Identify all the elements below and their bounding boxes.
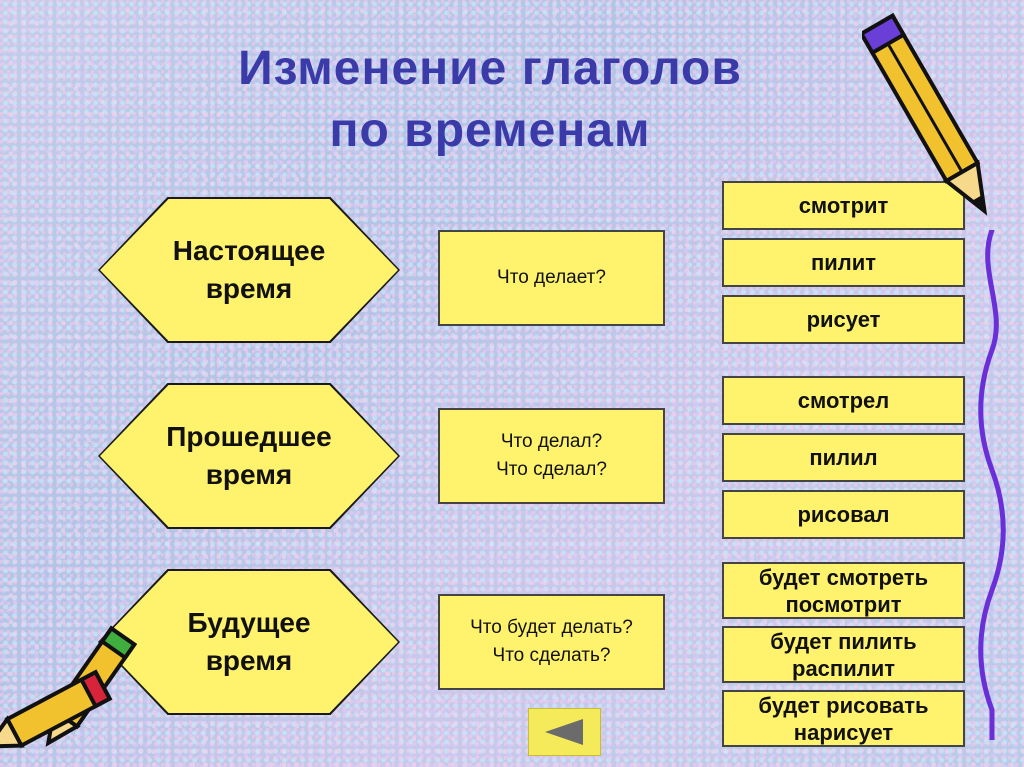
tense-present-hexagon: Настоящее время bbox=[98, 197, 400, 343]
verb-text: смотрит bbox=[798, 192, 889, 218]
question-text: Что будет делать? bbox=[470, 617, 633, 638]
tense-past-label-2: время bbox=[205, 459, 293, 490]
tense-future-label-2: время bbox=[205, 645, 293, 676]
question-box-present: Что делает? bbox=[438, 230, 665, 326]
tense-future-label-1: Будущее bbox=[187, 607, 311, 638]
verb-box: будет смотреть посмотрит bbox=[722, 562, 965, 619]
question-text: Что сделать? bbox=[492, 645, 611, 666]
verb-text: будет пилить bbox=[770, 628, 917, 654]
triangle-left-icon bbox=[544, 719, 583, 745]
question-text: Что сделал? bbox=[496, 459, 607, 480]
verb-box: будет пилить распилит bbox=[722, 626, 965, 683]
verb-text: посмотрит bbox=[785, 591, 902, 617]
wavy-line-decoration bbox=[978, 230, 1006, 740]
pencil-icon bbox=[862, 13, 988, 216]
tense-present-label-2: время bbox=[205, 273, 293, 304]
back-button[interactable] bbox=[528, 708, 601, 756]
verb-text: будет смотреть bbox=[758, 564, 929, 590]
verb-text: пилил bbox=[809, 444, 878, 470]
verb-text: рисует bbox=[806, 306, 881, 332]
question-box-future: Что будет делать? Что сделать? bbox=[438, 594, 665, 690]
verb-text: рисовал bbox=[797, 501, 890, 527]
verb-box: смотрит bbox=[722, 181, 965, 230]
verb-text: распилит bbox=[792, 655, 895, 681]
verb-box: рисует bbox=[722, 295, 965, 344]
question-text: Что делал? bbox=[500, 431, 603, 452]
verb-text: нарисует bbox=[793, 719, 894, 745]
crayons-icon bbox=[0, 625, 138, 749]
title-line-2: по временам bbox=[329, 104, 651, 157]
verb-box: пилит bbox=[722, 238, 965, 287]
tense-past-hexagon: Прошедшее время bbox=[98, 383, 400, 529]
question-text: Что делает? bbox=[497, 267, 606, 288]
verb-box: смотрел bbox=[722, 376, 965, 425]
verb-text: смотрел bbox=[797, 387, 890, 413]
verb-text: будет рисовать bbox=[758, 692, 929, 718]
tense-past-label-1: Прошедшее bbox=[166, 421, 332, 452]
tense-future-hexagon: Будущее время bbox=[98, 569, 400, 715]
verb-box: рисовал bbox=[722, 490, 965, 539]
verb-box: будет рисовать нарисует bbox=[722, 690, 965, 747]
slide-title: Изменение глаголов по временам bbox=[150, 38, 830, 162]
verb-text: пилит bbox=[810, 249, 877, 275]
verb-box: пилил bbox=[722, 433, 965, 482]
tense-present-label-1: Настоящее bbox=[172, 235, 326, 266]
title-line-1: Изменение глаголов bbox=[238, 42, 742, 95]
question-box-past: Что делал? Что сделал? bbox=[438, 408, 665, 504]
